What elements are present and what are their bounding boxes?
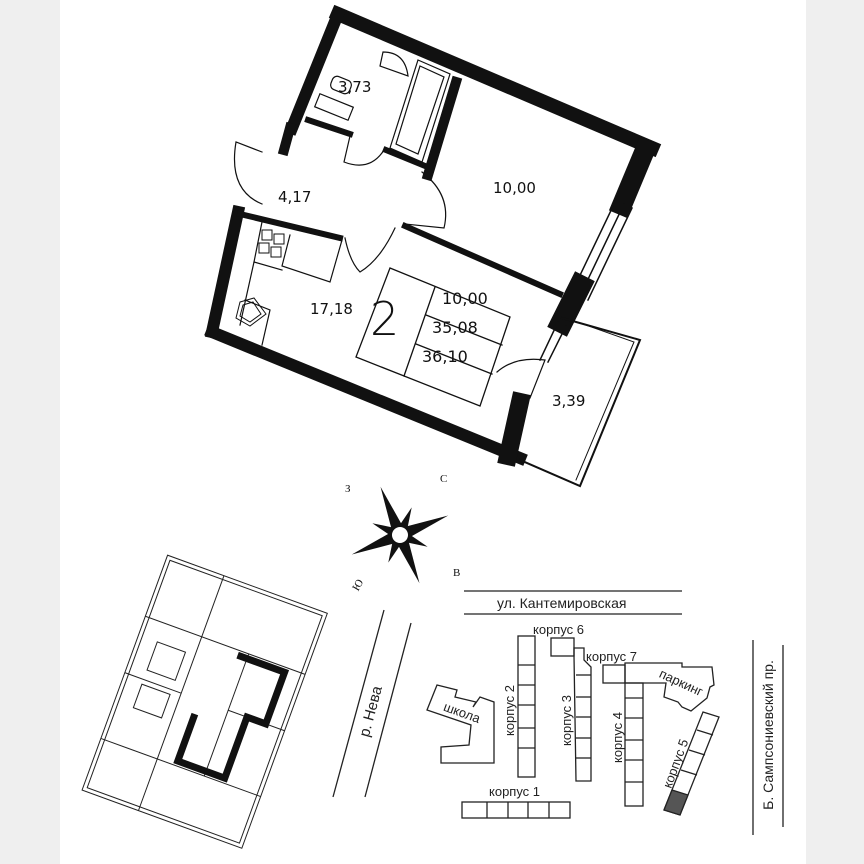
wall-pier-bottom xyxy=(497,391,531,467)
total-area: 35,08 xyxy=(432,318,478,337)
stove-icon xyxy=(258,229,285,258)
korpus-6-label: корпус 6 xyxy=(533,622,585,637)
door-bathroom xyxy=(343,135,385,166)
compass-west: З xyxy=(345,483,351,495)
korpus-4-label: корпус 4 xyxy=(610,711,626,764)
wall-pier-right-mid xyxy=(547,271,595,337)
wall-bath-hall-2 xyxy=(382,146,434,172)
korpus-3-label: корпус 3 xyxy=(559,694,575,747)
wall-top xyxy=(328,4,662,158)
total-area-with-balcony: 36,10 xyxy=(422,347,468,366)
wall-pier-right-top xyxy=(608,136,659,219)
building-korpus-3 xyxy=(573,647,592,782)
room-area-bathroom: 3,73 xyxy=(338,78,372,96)
living-area: 10,00 xyxy=(442,289,488,308)
wall-bath-bedroom xyxy=(421,75,463,182)
river-bank-2 xyxy=(364,622,412,798)
door-kitchen xyxy=(344,227,396,273)
river-bank-1 xyxy=(332,609,385,798)
washing-machine xyxy=(313,92,355,122)
building-korpus-5 xyxy=(663,711,720,816)
site-map xyxy=(81,554,784,849)
wall-bottom xyxy=(204,324,528,466)
compass-north: С xyxy=(440,473,448,485)
window-kitchen xyxy=(539,321,568,364)
building-parking xyxy=(624,662,715,712)
sink xyxy=(379,51,409,77)
balcony-outline xyxy=(518,316,642,488)
korpus-2-label: корпус 2 xyxy=(502,684,518,737)
kitchen-counter xyxy=(239,221,343,346)
building-korpus-1 xyxy=(461,801,571,819)
compass-rose-icon xyxy=(351,486,449,584)
korpus-7-label: корпус 7 xyxy=(586,649,638,664)
building-korpus-4 xyxy=(624,682,644,807)
wall-bath-left xyxy=(284,6,346,136)
room-area-hall: 4,17 xyxy=(278,188,312,206)
apartment-plan xyxy=(204,4,662,488)
rooms-count: 2 xyxy=(370,292,400,346)
building-korpus-2 xyxy=(517,635,536,778)
door-entrance xyxy=(233,141,263,205)
door-balcony xyxy=(496,358,546,399)
door-bedroom xyxy=(404,171,447,229)
toilet xyxy=(330,75,352,95)
compass-east: В xyxy=(453,567,461,579)
wall-entry-stub xyxy=(277,121,297,157)
street-kantemirovskaya-label: ул. Кантемировская xyxy=(497,595,627,611)
kitchen-sink-icon xyxy=(235,297,267,327)
korpus-1-label: корпус 1 xyxy=(489,784,541,799)
room-area-balcony: 3,39 xyxy=(552,392,586,410)
bathtub xyxy=(389,59,451,163)
wall-hall-kitchen xyxy=(236,210,344,242)
building-korpus-6 xyxy=(550,637,575,657)
building-school xyxy=(426,684,495,764)
wall-left xyxy=(204,204,246,340)
wall-kitchen-bedroom xyxy=(401,222,564,298)
building-section-plan xyxy=(81,554,328,849)
room-area-kitchen-living: 17,18 xyxy=(310,300,353,318)
room-area-bedroom: 10,00 xyxy=(493,179,536,197)
wall-bath-hall-1 xyxy=(304,116,354,138)
balcony-inner xyxy=(575,322,635,481)
street-sampsonievsky-label: Б. Сампсониевский пр. xyxy=(760,660,776,810)
summary-box xyxy=(355,267,511,407)
building-korpus-7 xyxy=(602,664,626,684)
